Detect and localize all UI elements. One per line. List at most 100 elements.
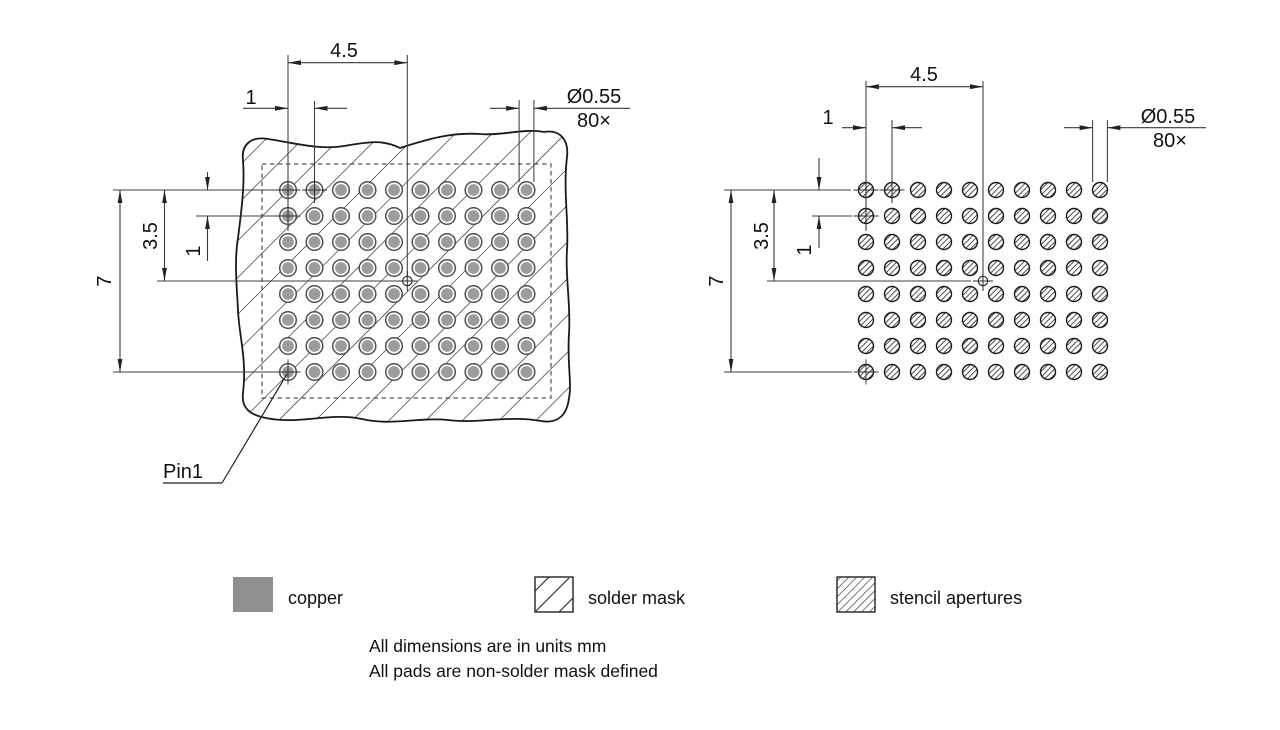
copper-pad-core: [282, 340, 294, 352]
copper-pad-core: [361, 262, 374, 274]
copper-pad-core: [520, 340, 533, 352]
stencil-aperture: [1039, 337, 1057, 355]
stencil-aperture: [909, 285, 927, 303]
copper-pad-core: [494, 340, 506, 352]
arrowhead: [728, 359, 734, 372]
arrowhead: [1107, 125, 1121, 131]
stencil-aperture: [1039, 363, 1057, 381]
dim-aperture-count-right: 80×: [1153, 130, 1187, 152]
copper-pad-core: [520, 366, 533, 378]
stencil-legend-label: stencil apertures: [890, 588, 1022, 608]
stencil-aperture: [1065, 259, 1083, 277]
stencil-aperture: [1039, 233, 1057, 251]
copper-pad-core: [414, 366, 427, 378]
arrowhead: [853, 125, 866, 131]
dim-pad-diameter-left: Ø0.55: [567, 86, 621, 108]
copper-pad-core: [282, 262, 294, 274]
arrowhead: [506, 105, 520, 111]
stencil-aperture: [935, 181, 953, 199]
copper-pad-core: [308, 340, 321, 352]
stencil-aperture: [1039, 181, 1057, 199]
stencil-aperture: [961, 181, 979, 199]
arrowhead: [205, 216, 210, 229]
arrowhead: [892, 125, 905, 131]
stencil-aperture: [883, 233, 901, 251]
copper-pad-core: [441, 262, 453, 274]
copper-pad-core: [308, 210, 321, 222]
copper-pad-core: [441, 366, 453, 378]
copper-pad-core: [335, 210, 347, 222]
stencil-aperture: [987, 363, 1005, 381]
arrowhead: [314, 105, 328, 111]
stencil-aperture: [909, 181, 927, 199]
stencil-aperture: [909, 233, 927, 251]
copper-pad-core: [494, 366, 506, 378]
stencil-aperture: [883, 259, 901, 277]
stencil-aperture: [987, 207, 1005, 225]
pin1-label: Pin1: [163, 461, 203, 483]
pin1-leader: [221, 373, 288, 484]
copper-pad-core: [441, 288, 453, 300]
stencil-aperture: [857, 259, 875, 277]
stencil-aperture: [1091, 285, 1109, 303]
copper-pad-core: [467, 288, 480, 300]
stencil-aperture: [1065, 207, 1083, 225]
copper-pad-core: [282, 314, 294, 326]
copper-pad-core: [335, 288, 347, 300]
stencil-apertures-swatch: [836, 576, 876, 613]
dim-total-height-right: 7: [706, 275, 728, 286]
stencil-aperture: [987, 285, 1005, 303]
dim-pitch-x-right: 1: [822, 107, 833, 129]
copper-pad-core: [414, 236, 427, 248]
copper-pad-core: [361, 366, 374, 378]
solder-mask-swatch-line: [558, 597, 574, 613]
stencil-aperture: [1013, 233, 1031, 251]
stencil-aperture: [857, 311, 875, 329]
copper-pad-core: [388, 340, 400, 352]
dim-row1-to-center-right: 3.5: [751, 222, 773, 250]
dim-pitch-x-left: 1: [245, 87, 256, 109]
arrowhead: [816, 216, 822, 229]
stencil-aperture: [857, 233, 875, 251]
copper-pad-core: [388, 184, 400, 196]
dim-total-height-left: 7: [94, 275, 116, 286]
stencil-aperture: [987, 259, 1005, 277]
copper-pad-core: [388, 288, 400, 300]
copper-pad-core: [308, 236, 321, 248]
stencil-aperture: [961, 285, 979, 303]
copper-pad-core: [335, 340, 347, 352]
arrowhead: [162, 190, 167, 203]
copper-pad-core: [441, 340, 453, 352]
stencil-aperture: [961, 337, 979, 355]
stencil-aperture: [961, 233, 979, 251]
stencil-aperture: [1013, 285, 1031, 303]
arrowhead: [117, 190, 123, 203]
stencil-aperture: [1039, 285, 1057, 303]
copper-pad-core: [361, 288, 374, 300]
stencil-aperture: [961, 311, 979, 329]
stencil-aperture: [935, 337, 953, 355]
solder-mask-legend-label: solder mask: [588, 588, 686, 608]
copper-pad-core: [441, 314, 453, 326]
stencil-aperture: [1065, 363, 1083, 381]
copper-pad-core: [467, 314, 480, 326]
copper-pad-grid: [278, 180, 536, 382]
arrowhead: [771, 190, 777, 203]
stencil-aperture: [961, 259, 979, 277]
copper-pad-core: [467, 210, 480, 222]
arrowhead: [205, 177, 210, 190]
stencil-aperture: [1065, 285, 1083, 303]
copper-pad-core: [282, 288, 294, 300]
stencil-aperture: [935, 207, 953, 225]
stencil-aperture: [987, 233, 1005, 251]
copper-pad-core: [494, 262, 506, 274]
copper-pad-core: [467, 184, 480, 196]
copper-pad-core: [441, 184, 453, 196]
copper-pad-core: [388, 236, 400, 248]
dim-pitch-y-left: 1: [183, 245, 205, 256]
note-nsmd: All pads are non-solder mask defined: [369, 661, 658, 681]
stencil-aperture: [1065, 233, 1083, 251]
note-units: All dimensions are in units mm: [369, 636, 606, 656]
